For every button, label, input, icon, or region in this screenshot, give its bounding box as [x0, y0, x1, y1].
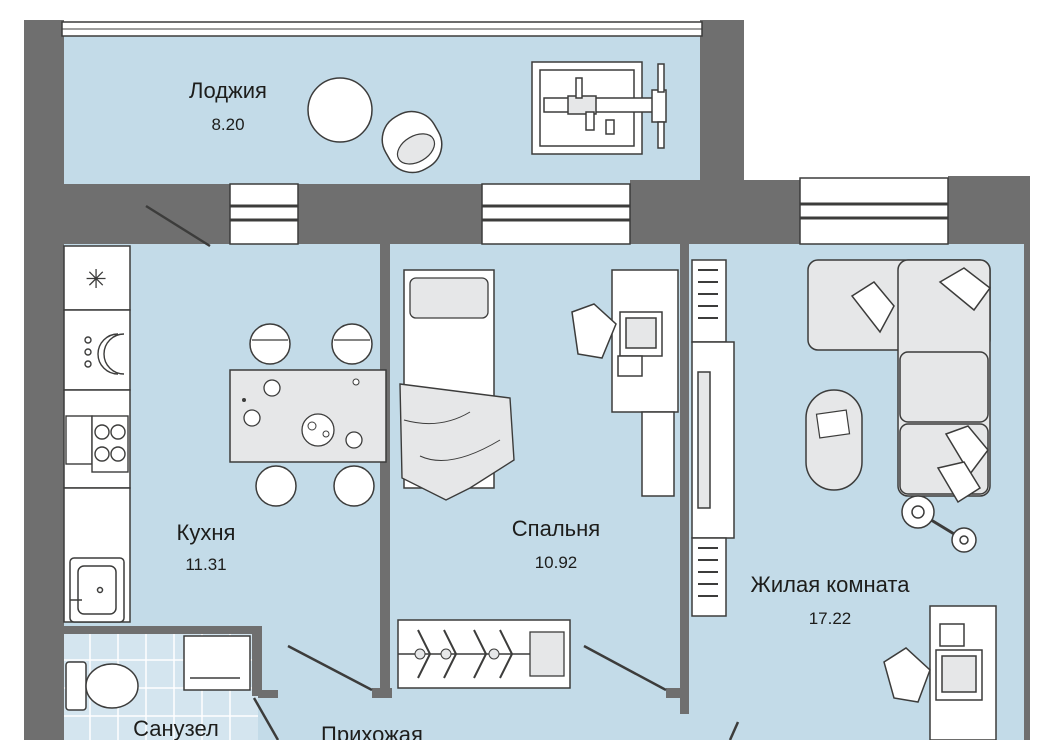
- bedroom-desk-icon: [571, 269, 679, 497]
- bookshelf-icon: [691, 259, 735, 617]
- floor-lamp-icon: [901, 495, 977, 553]
- hallway-name: Прихожая: [321, 722, 423, 740]
- living-name: Жилая комната: [751, 572, 911, 597]
- bedroom-area: 10.92: [535, 553, 578, 572]
- kitchen-name: Кухня: [177, 520, 236, 545]
- washing-machine-icon: [183, 635, 251, 691]
- fridge-icon: ✳: [85, 265, 107, 295]
- round-table-icon: [307, 77, 373, 143]
- doors: [145, 204, 740, 740]
- living-window: [799, 177, 949, 245]
- kitchen-window: [229, 183, 299, 245]
- hallway-floor: [262, 694, 732, 740]
- kitchen-area: 11.31: [185, 555, 226, 574]
- toilet-icon: [65, 661, 139, 711]
- exercise-bench-icon: [531, 61, 667, 155]
- coffee-table-icon: [805, 389, 863, 491]
- dining-table-icon: [229, 323, 387, 507]
- living-desk-icon: [883, 605, 997, 740]
- hob-icon: [84, 333, 125, 375]
- bed-icon: [399, 269, 515, 501]
- walls: [24, 20, 1030, 740]
- loggia-area: 8.20: [211, 115, 244, 134]
- living-area: 17.22: [809, 609, 852, 628]
- bathroom-name: Санузел: [133, 716, 219, 740]
- kitchen-sink-icon: [69, 557, 125, 623]
- lounge-chair-icon: [381, 110, 443, 174]
- bedroom-window: [481, 183, 631, 245]
- bedroom-wardrobe-icon: [397, 619, 571, 689]
- sofa-icon: [807, 259, 992, 504]
- stove-icon: [65, 415, 129, 473]
- bedroom-name: Спальня: [512, 516, 600, 541]
- loggia-name: Лоджия: [189, 78, 267, 103]
